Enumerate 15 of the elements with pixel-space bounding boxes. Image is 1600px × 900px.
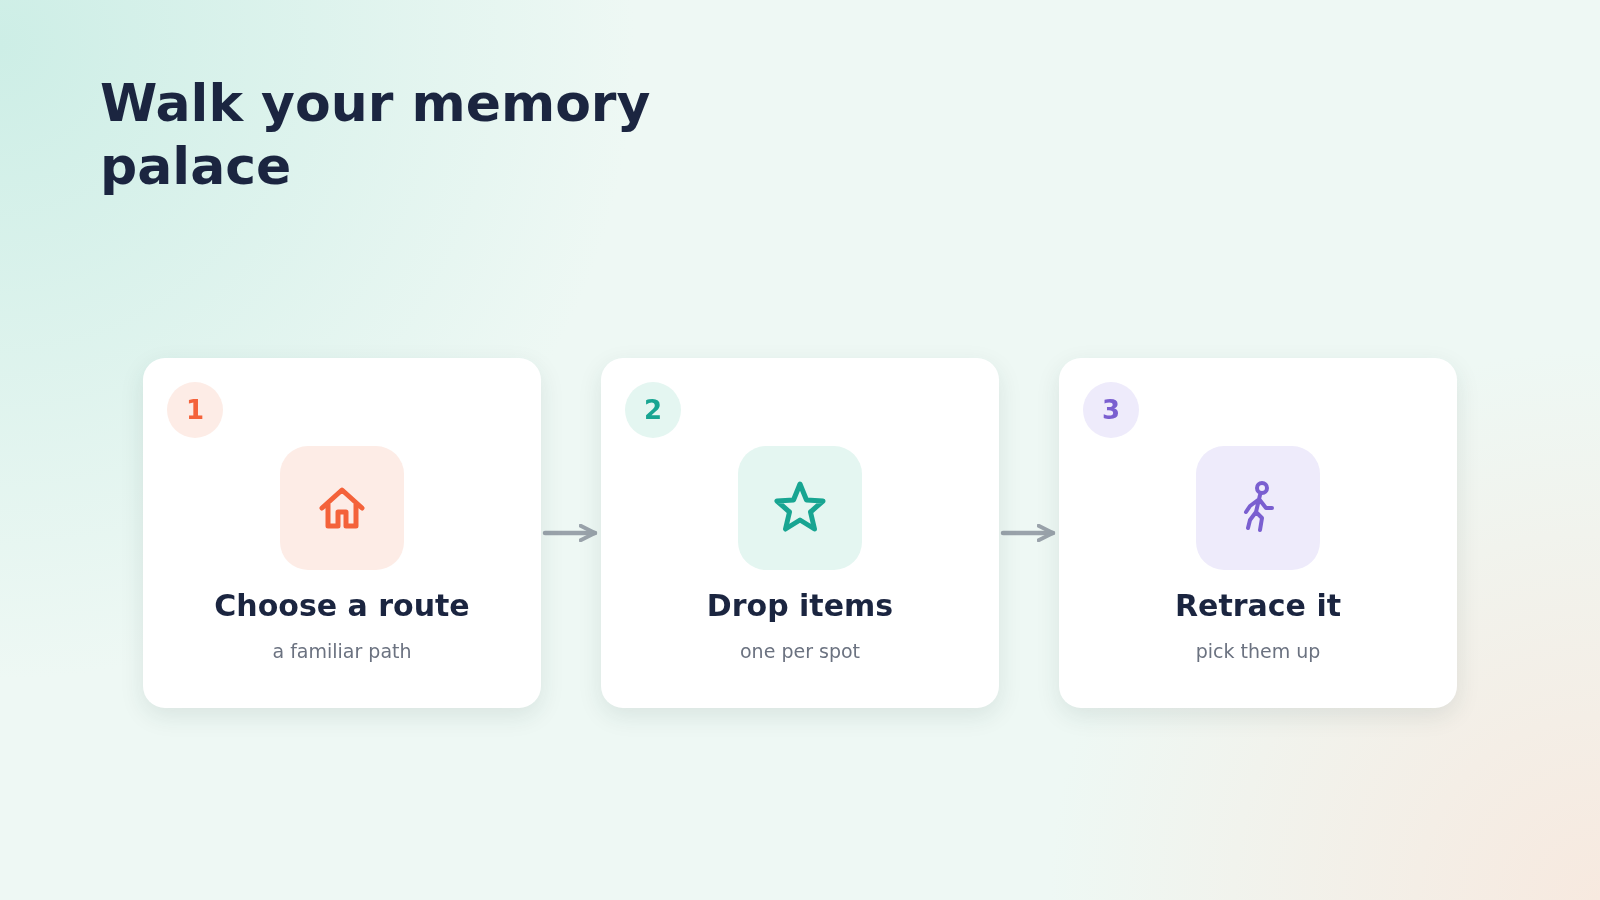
step-title: Drop items — [705, 588, 895, 623]
step-subtitle: pick them up — [1194, 640, 1322, 662]
arrow — [542, 523, 598, 543]
step-subtitle: a familiar path — [271, 640, 413, 662]
title: Walk your memory palace — [100, 72, 652, 198]
step-card — [601, 358, 999, 708]
step-card — [1059, 358, 1457, 708]
step-number: 2 — [625, 382, 681, 438]
step-title: Choose a route — [213, 588, 471, 623]
arrow — [1000, 523, 1056, 543]
step-card — [143, 358, 541, 708]
step-title: Retrace it — [1174, 588, 1342, 623]
step-number: 3 — [1083, 382, 1139, 438]
step-subtitle: one per spot — [739, 640, 861, 662]
step-number: 1 — [167, 382, 223, 438]
